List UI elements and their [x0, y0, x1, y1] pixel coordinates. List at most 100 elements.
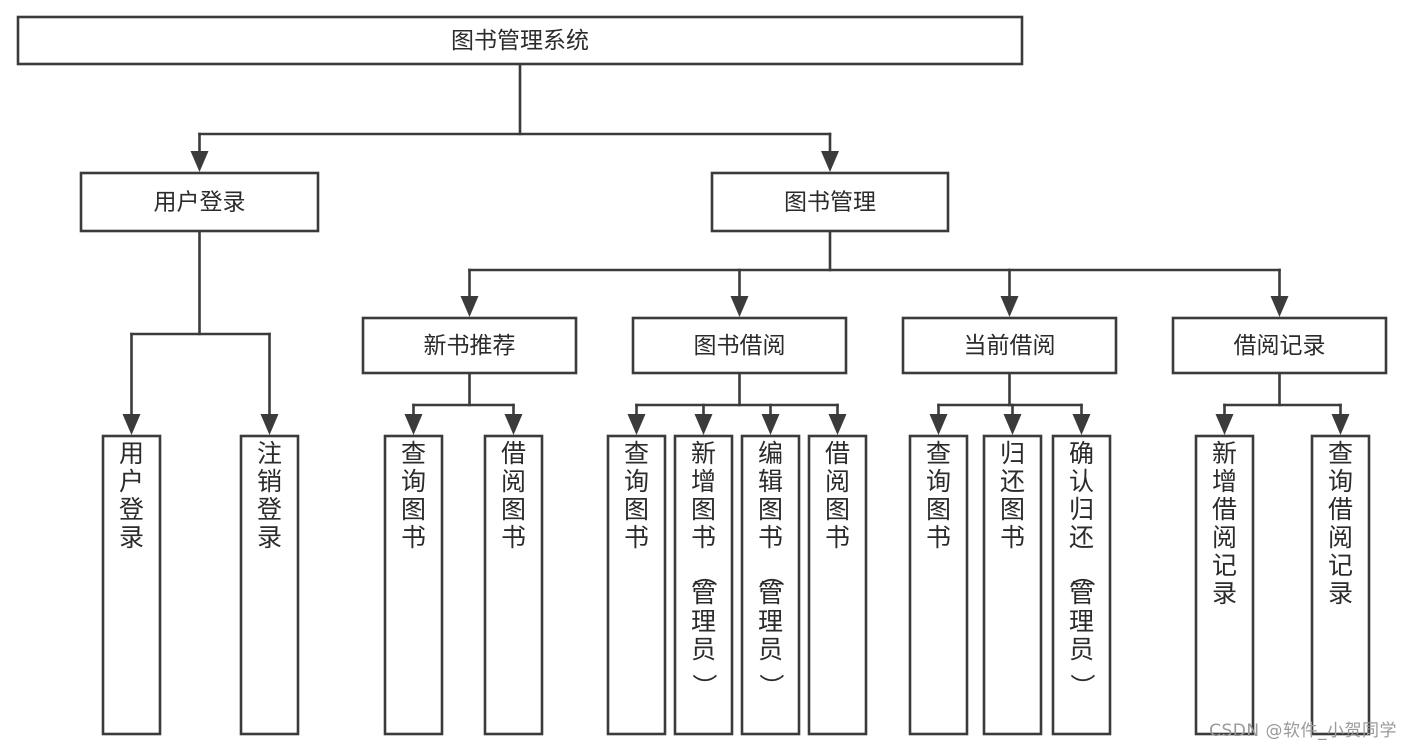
node-box[interactable] [1171, 316, 1388, 375]
arrow-head-icon [929, 414, 948, 435]
arrow-head-icon [504, 414, 523, 435]
node-box[interactable] [383, 434, 444, 736]
svg-text:新: 新 [1212, 439, 1237, 468]
svg-text:书: 书 [1000, 523, 1025, 552]
node-box[interactable] [908, 434, 969, 736]
svg-text:认: 认 [1069, 467, 1094, 496]
arrow-head-icon [821, 151, 839, 172]
svg-text:询: 询 [401, 467, 426, 496]
svg-text:查: 查 [926, 439, 951, 468]
svg-text:）: ） [757, 673, 786, 698]
node-box[interactable] [673, 434, 734, 736]
node-root[interactable]: 图书管理系统 [16, 15, 1024, 66]
node-box[interactable] [1194, 434, 1255, 736]
node-box[interactable] [239, 434, 300, 736]
svg-text:还: 还 [1000, 467, 1025, 496]
arrow-head-icon [828, 414, 847, 435]
node-box[interactable] [1051, 434, 1112, 736]
connector-group-book-borrow [627, 371, 847, 435]
svg-text:记: 记 [1328, 551, 1353, 580]
svg-text:图: 图 [691, 495, 716, 524]
node-box[interactable] [79, 171, 320, 233]
svg-text:归: 归 [1000, 439, 1025, 468]
node-borrow-record[interactable]: 借阅记录 [1171, 316, 1388, 375]
node-box[interactable] [606, 434, 667, 736]
arrow-head-icon [1215, 414, 1234, 435]
svg-text:理: 理 [1069, 607, 1094, 636]
connector-group-user-login [122, 229, 279, 435]
arrow-head-icon [1270, 296, 1289, 317]
arrow-head-icon [404, 414, 423, 435]
svg-text:询: 询 [624, 467, 649, 496]
svg-text:用: 用 [119, 439, 144, 468]
svg-text:书: 书 [401, 523, 426, 552]
connectors-layer [122, 62, 1350, 435]
svg-text:询: 询 [926, 467, 951, 496]
node-box[interactable] [101, 434, 162, 736]
node-box[interactable] [710, 171, 950, 233]
arrow-head-icon [1000, 296, 1019, 317]
node-box[interactable] [740, 434, 801, 736]
svg-text:辑: 辑 [758, 467, 783, 496]
connector-group-current-borrow [929, 371, 1091, 435]
node-box[interactable] [807, 434, 868, 736]
svg-text:管: 管 [1069, 579, 1094, 608]
node-current-borrow[interactable]: 当前借阅 [901, 316, 1118, 375]
svg-text:理: 理 [758, 607, 783, 636]
svg-text:销: 销 [257, 467, 282, 496]
svg-text:书: 书 [691, 523, 716, 552]
svg-text:）: ） [1068, 673, 1097, 698]
arrow-head-icon [627, 414, 646, 435]
arrow-head-icon [1003, 414, 1022, 435]
connector-group-book-manage [460, 229, 1289, 317]
node-book-manage[interactable]: 图书管理 [710, 171, 950, 233]
svg-text:（: （ [690, 561, 719, 586]
svg-text:登: 登 [257, 495, 282, 524]
node-box[interactable] [631, 316, 848, 375]
svg-text:录: 录 [1212, 579, 1237, 608]
svg-text:查: 查 [1328, 439, 1353, 468]
svg-text:图: 图 [401, 495, 426, 524]
svg-text:书: 书 [624, 523, 649, 552]
node-box[interactable] [16, 15, 1024, 66]
node-box[interactable] [1310, 434, 1371, 736]
node-new-book-rec[interactable]: 新书推荐 [361, 316, 578, 375]
node-box[interactable] [901, 316, 1118, 375]
arrow-head-icon [694, 414, 713, 435]
node-user-login[interactable]: 用户登录 [79, 171, 320, 233]
svg-text:）: ） [690, 673, 719, 698]
svg-text:借: 借 [501, 439, 526, 468]
svg-text:书: 书 [501, 523, 526, 552]
node-box[interactable] [361, 316, 578, 375]
node-box[interactable] [982, 434, 1043, 736]
svg-text:员: 员 [758, 635, 783, 664]
svg-text:管: 管 [691, 579, 716, 608]
node-label-vertical: 用户登录 [119, 439, 144, 552]
node-box[interactable] [483, 434, 544, 736]
node-book-borrow[interactable]: 图书借阅 [631, 316, 848, 375]
svg-text:借: 借 [1328, 495, 1353, 524]
node-leaf-user-login[interactable]: 用户登录 [101, 434, 162, 736]
svg-text:编: 编 [758, 439, 783, 468]
